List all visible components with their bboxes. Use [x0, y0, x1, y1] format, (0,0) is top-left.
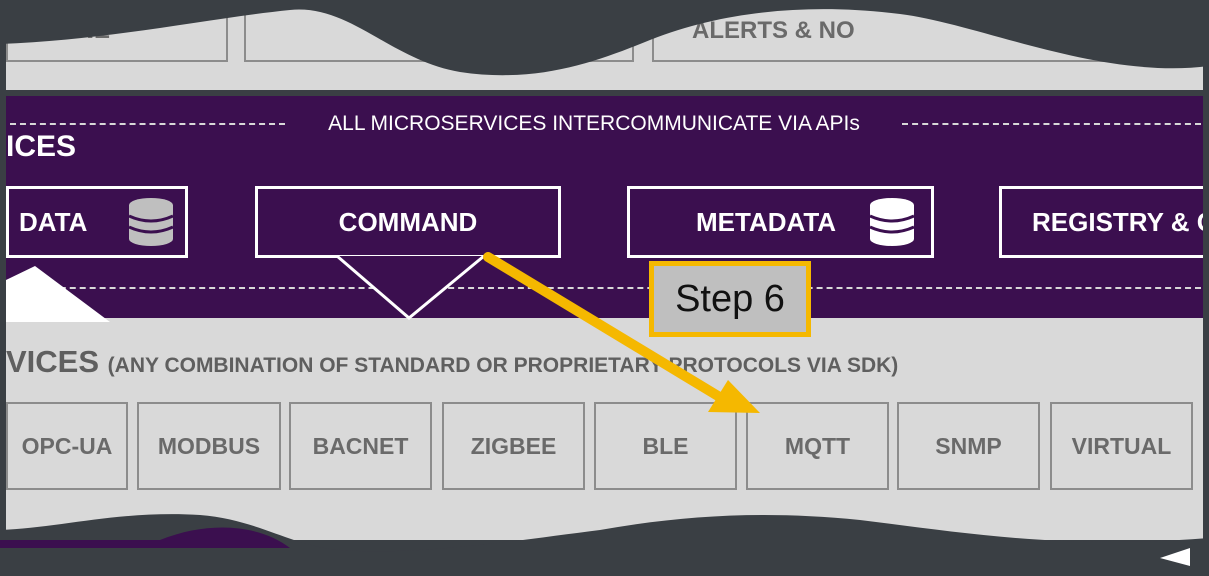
alerts-label: ALERTS & NO: [692, 17, 855, 44]
bottom-right-marker: [1160, 548, 1190, 566]
dashed-line: [10, 123, 285, 125]
service-label: DATA: [19, 206, 88, 237]
device-subtitle: (ANY COMBINATION OF STANDARD OR PROPRIET…: [107, 354, 899, 377]
command-callout-tail-outline: [336, 254, 485, 320]
service-core-data[interactable]: DATA: [6, 186, 188, 258]
step-6-callout: Step 6: [649, 261, 811, 337]
service-label: COMMAND: [338, 206, 478, 237]
dashed-line: [10, 287, 1201, 289]
command-callout-tail: [337, 256, 484, 318]
bottom-cut-edge: [0, 514, 1209, 576]
protocol-snmp[interactable]: SNMP: [897, 402, 1040, 490]
protocol-mqtt[interactable]: MQTT: [746, 402, 889, 490]
bottom-purple-sliver: [0, 527, 290, 548]
core-services-title: ICES: [6, 130, 77, 163]
protocol-label: OPC-UA: [21, 432, 113, 459]
protocol-label: MODBUS: [157, 432, 261, 459]
service-label: REGISTRY & C: [1032, 206, 1203, 237]
protocol-label: MQTT: [784, 432, 851, 459]
protocol-label: SNMP: [935, 432, 1002, 459]
database-icon: [128, 198, 174, 246]
protocol-modbus[interactable]: MODBUS: [137, 402, 281, 490]
arrow-head-icon: [708, 380, 760, 413]
protocol-opc-ua[interactable]: OPC-UA: [6, 402, 128, 490]
protocol-label: ZIGBEE: [470, 432, 557, 459]
service-metadata[interactable]: METADATA: [627, 186, 934, 258]
protocol-ble[interactable]: BLE: [594, 402, 737, 490]
protocol-virtual[interactable]: VIRTUAL: [1050, 402, 1193, 490]
protocol-label: BACNET: [312, 432, 409, 459]
top-cut-edge: [0, 0, 1209, 76]
arrow-shaft: [483, 252, 723, 401]
protocol-label: BLE: [642, 432, 689, 459]
protocol-label: VIRTUAL: [1071, 432, 1172, 459]
device-services-title: VICES (ANY COMBINATION OF STANDARD OR PR…: [6, 344, 898, 380]
api-banner: ALL MICROSERVICES INTERCOMMUNICATE VIA A…: [290, 110, 898, 138]
service-registry[interactable]: REGISTRY & C: [999, 186, 1203, 258]
service-label: METADATA: [696, 206, 837, 237]
step-6-label: Step 6: [654, 266, 806, 332]
protocol-zigbee[interactable]: ZIGBEE: [442, 402, 585, 490]
database-icon: [869, 198, 915, 246]
device-title-text: VICES: [6, 344, 100, 379]
dashed-line: [902, 123, 1201, 125]
protocol-bacnet[interactable]: BACNET: [289, 402, 432, 490]
core-data-callout-notch: [6, 266, 110, 322]
